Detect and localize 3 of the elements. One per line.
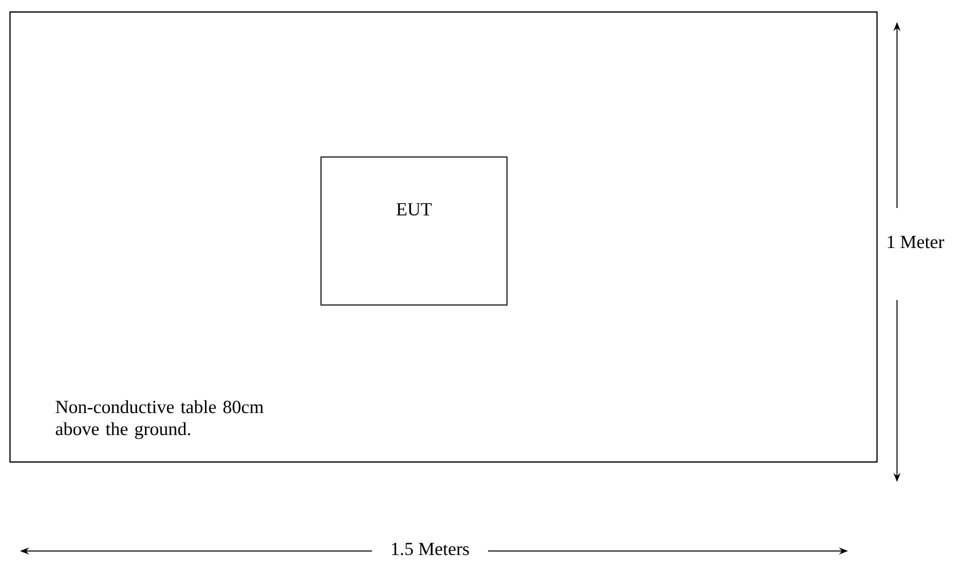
dimension-label: 1 Meter — [888, 236, 944, 248]
eut-box: EUT — [320, 156, 508, 306]
dimension-label: 1.5 Meters — [392, 542, 469, 556]
